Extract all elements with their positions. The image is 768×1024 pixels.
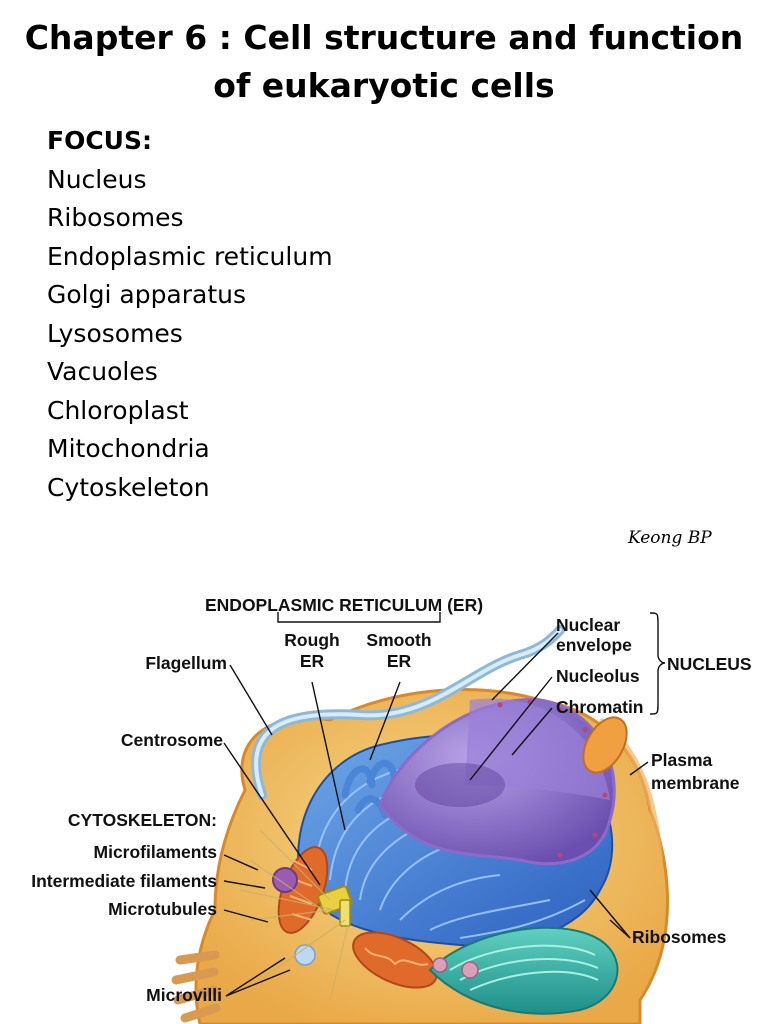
label-er: ENDOPLASMIC RETICULUM (ER) [205,595,483,615]
focus-item-nucleus: Nucleus [47,164,147,194]
microvilli-shapes [171,950,221,1023]
cell-diagram: ENDOPLASMIC RETICULUM (ER) Rough ER Smoo… [31,595,752,1024]
label-rough-er-2: ER [300,651,325,671]
title-line-1: Chapter 6 : Cell structure and function [24,18,744,57]
label-nuclear-envelope-1: Nuclear [556,615,620,635]
label-chromatin: Chromatin [556,697,644,717]
golgi-shape [428,926,619,1015]
label-microvilli: Microvilli [146,985,222,1005]
label-centrosome: Centrosome [121,730,223,750]
focus-item-er: Endoplasmic reticulum [47,241,333,271]
focus-heading: FOCUS: [47,126,152,155]
lysosome-shape [272,867,298,893]
label-microfilaments: Microfilaments [94,842,218,862]
label-nuclear-envelope-2: envelope [556,635,632,655]
author-signature: Keong BP [628,528,712,548]
label-ribosomes: Ribosomes [632,927,727,947]
label-plasma-membrane-2: membrane [651,773,740,793]
label-smooth-er-1: Smooth [366,630,431,650]
focus-item-lysosomes: Lysosomes [47,318,183,348]
focus-item-mitochondria: Mitochondria [47,434,210,463]
focus-items: Nucleus Ribosomes Endoplasmic reticulum … [47,161,333,508]
label-plasma-membrane-1: Plasma [651,750,713,770]
label-flagellum: Flagellum [145,653,227,673]
focus-item-vacuoles: Vacuoles [47,357,158,386]
focus-item-ribosomes: Ribosomes [47,203,184,232]
focus-item-golgi: Golgi apparatus [47,280,247,309]
centrosome-shape [317,885,353,927]
label-smooth-er-2: ER [387,651,412,671]
focus-item-cytoskeleton: Cytoskeleton [47,472,210,502]
label-nucleolus: Nucleolus [556,666,640,686]
label-intermediate-filaments: Intermediate filaments [31,871,217,891]
label-rough-er-1: Rough [284,630,339,650]
page-title: Chapter 6 : Cell structure and function … [0,14,768,110]
label-microtubules: Microtubules [108,899,217,919]
label-cytoskeleton: CYTOSKELETON: [68,810,217,830]
label-nucleus: NUCLEUS [667,654,752,674]
mitochondrion-shape [277,846,438,989]
nucleus-shape [378,698,616,866]
title-line-2: of eukaryotic cells [213,66,555,105]
focus-list: FOCUS: Nucleus Ribosomes Endoplasmic ret… [47,122,333,507]
focus-item-chloroplast: Chloroplast [47,395,189,425]
